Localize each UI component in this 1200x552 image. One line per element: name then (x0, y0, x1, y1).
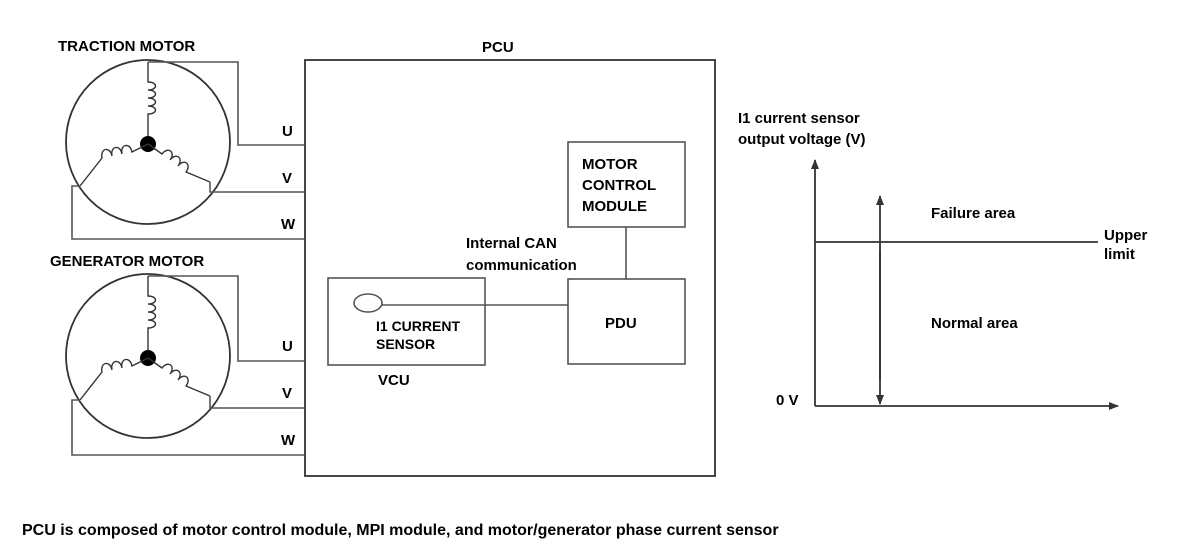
generator-motor (65, 273, 305, 456)
vcu-box (327, 277, 486, 366)
graph-y-axis-label-line2: output voltage (V) (738, 131, 866, 148)
generator-wire-w (71, 399, 305, 456)
generator-phase-u-label: U (282, 338, 293, 355)
upper-limit-label-line2: limit (1104, 246, 1135, 263)
traction-wire-w (71, 185, 305, 240)
failure-area-label: Failure area (931, 205, 1016, 222)
traction-phase-v-label: V (282, 170, 292, 187)
upper-limit-label-line1: Upper (1104, 227, 1148, 244)
pdu-label: PDU (605, 315, 637, 332)
pdu-box (567, 278, 686, 365)
traction-wire-v (209, 182, 305, 193)
traction-coil-u (147, 62, 157, 136)
current-sensor-icon (353, 293, 383, 313)
pcu-box (304, 59, 716, 477)
traction-coil-v (147, 143, 211, 183)
traction-wire-u (148, 61, 305, 146)
generator-phase-w-label: W (281, 432, 296, 449)
traction-motor-title: TRACTION MOTOR (58, 38, 195, 55)
traction-phase-w-label: W (281, 216, 296, 233)
traction-phase-u-label: U (282, 123, 293, 140)
can-label-line1: Internal CAN (466, 235, 557, 252)
current-sensor-label-line1: I1 CURRENT (376, 318, 460, 334)
generator-motor-stator (65, 273, 231, 439)
generator-coil-u (147, 276, 157, 350)
vcu-label: VCU (378, 372, 410, 389)
generator-phase-v-label: V (282, 385, 292, 402)
current-sensor-label-line2: SENSOR (376, 336, 435, 352)
mcm-label-line1: MOTOR (582, 156, 638, 173)
generator-wire-u (148, 275, 305, 362)
normal-area-label: Normal area (931, 315, 1018, 332)
zero-volt-label: 0 V (776, 392, 799, 409)
graph-y-axis-label-line1: I1 current sensor (738, 110, 860, 127)
generator-coil-v (147, 357, 211, 397)
generator-motor-title: GENERATOR MOTOR (50, 253, 204, 270)
traction-motor-stator (65, 59, 231, 225)
traction-coil-w (79, 143, 149, 187)
can-label-line2: communication (466, 257, 577, 274)
mcm-label-line3: MODULE (582, 198, 647, 215)
mcm-label-line2: CONTROL (582, 177, 656, 194)
figure-caption: PCU is composed of motor control module,… (22, 522, 779, 539)
generator-coil-w (79, 357, 149, 401)
traction-motor (65, 59, 305, 240)
generator-wire-v (209, 396, 305, 409)
pcu-title: PCU (482, 39, 514, 56)
